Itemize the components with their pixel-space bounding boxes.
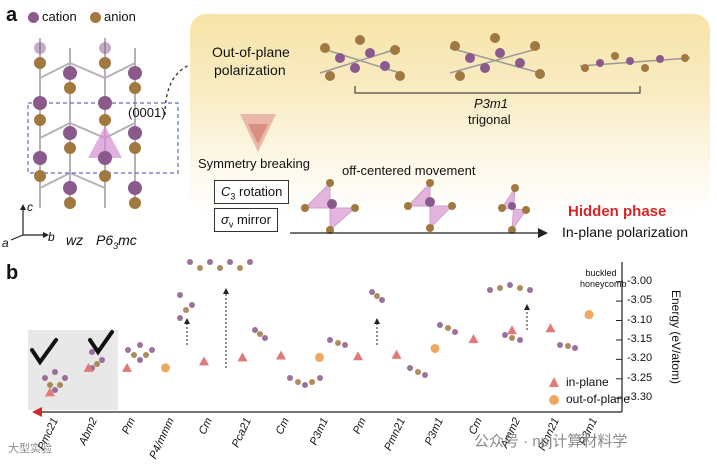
circle-legend-icon [549, 395, 559, 405]
y-tick-label: -3.15 [627, 333, 652, 345]
triangle-legend-icon [548, 376, 560, 388]
in-plane-marker [199, 356, 209, 365]
checkmarks [32, 332, 112, 362]
out-of-plane-marker [431, 344, 440, 353]
y-tick-label: -3.00 [627, 275, 652, 287]
out-of-plane-marker [161, 363, 170, 372]
in-plane-marker [546, 323, 556, 332]
y-axis-label: Energy (eV/atom) [669, 277, 683, 397]
x-axis-arrow [32, 407, 42, 417]
y-tick-label: -3.05 [627, 294, 652, 306]
legend-oop: out-of-plane [566, 392, 630, 406]
in-plane-marker [122, 363, 132, 372]
in-plane-marker [392, 350, 402, 359]
data-markers [45, 310, 594, 396]
arrowheads [184, 288, 530, 324]
y-ticks [616, 282, 622, 399]
corner-mark: 大型实验 [8, 440, 52, 456]
y-tick-label: -3.30 [627, 391, 652, 403]
in-plane-marker [469, 334, 479, 343]
in-plane-marker [353, 351, 363, 360]
structure-thumbnails [42, 259, 578, 393]
watermark: 公众号 · npj计算材料学 [474, 430, 627, 451]
out-of-plane-marker [585, 310, 594, 319]
annotation-label: buckled honeycomb [580, 268, 622, 290]
in-plane-marker [276, 350, 286, 359]
legend-inplane: in-plane [566, 375, 609, 389]
in-plane-marker [238, 352, 248, 361]
out-of-plane-marker [315, 353, 324, 362]
y-tick-label: -3.20 [627, 352, 652, 364]
in-plane-marker [507, 325, 517, 334]
y-tick-label: -3.25 [627, 372, 652, 384]
y-tick-label: -3.10 [627, 314, 652, 326]
